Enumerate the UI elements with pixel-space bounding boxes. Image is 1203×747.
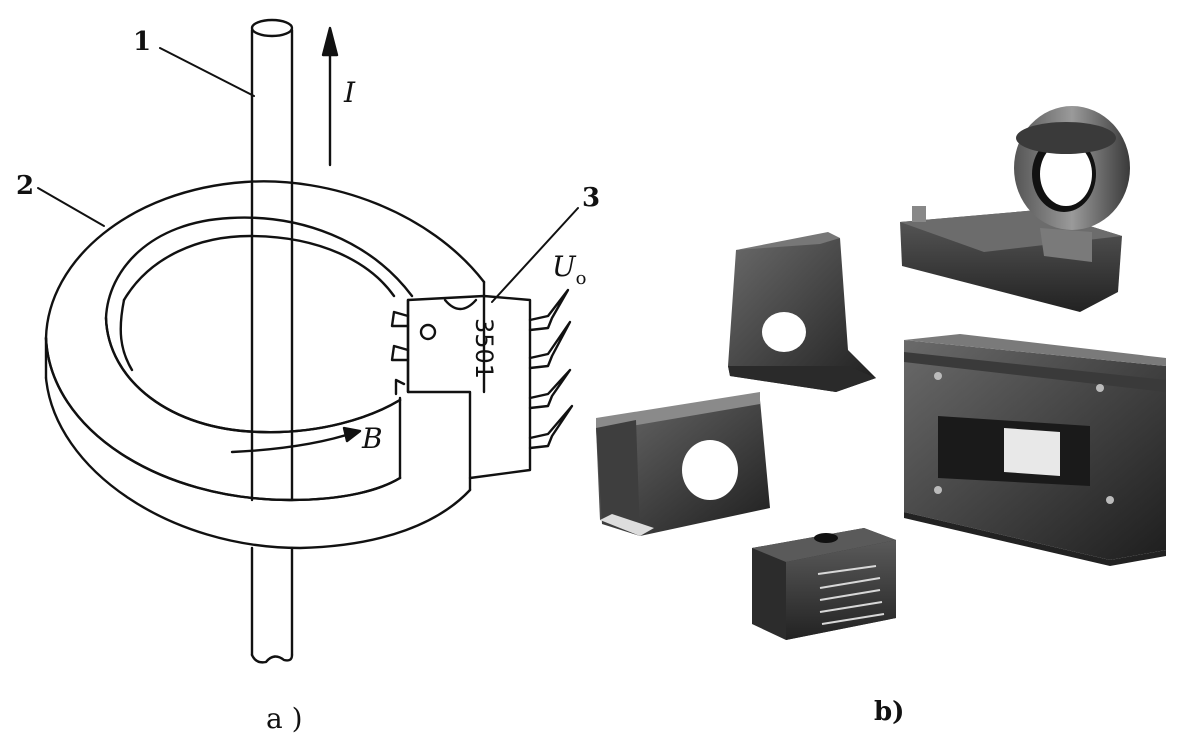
label-sensor: 3: [582, 183, 600, 213]
field-arrow: [230, 426, 362, 454]
caption-a: a ): [266, 702, 303, 735]
cube-sensor-markings: [817, 565, 885, 625]
label-core: 2: [16, 171, 34, 201]
label-output-main: U: [552, 250, 577, 283]
label-output-sub: o: [576, 268, 587, 289]
chip-label: 3501: [470, 318, 498, 379]
chip-pins: [390, 288, 574, 450]
conductor-rod: [250, 18, 294, 502]
trapezoid-sensor: [728, 232, 876, 392]
label-rod: 1: [133, 27, 151, 57]
leader-lines: [37, 47, 579, 303]
rod-lower: [250, 546, 294, 664]
label-field: B: [361, 422, 383, 455]
panel-a-diagram: [37, 18, 579, 664]
ring-sensor-on-rail: [900, 106, 1130, 312]
label-output: Uo: [552, 250, 586, 289]
current-arrow: [321, 26, 339, 167]
cube-sensor: [752, 528, 896, 640]
caption-b: b): [874, 697, 904, 727]
hall-sensor-chip: [390, 288, 574, 480]
large-window-sensor: [904, 334, 1166, 566]
large-sensor-screws: [934, 372, 1114, 504]
square-sensor: [596, 392, 770, 536]
panel-b-photo: [596, 106, 1166, 640]
label-current: I: [343, 76, 356, 109]
